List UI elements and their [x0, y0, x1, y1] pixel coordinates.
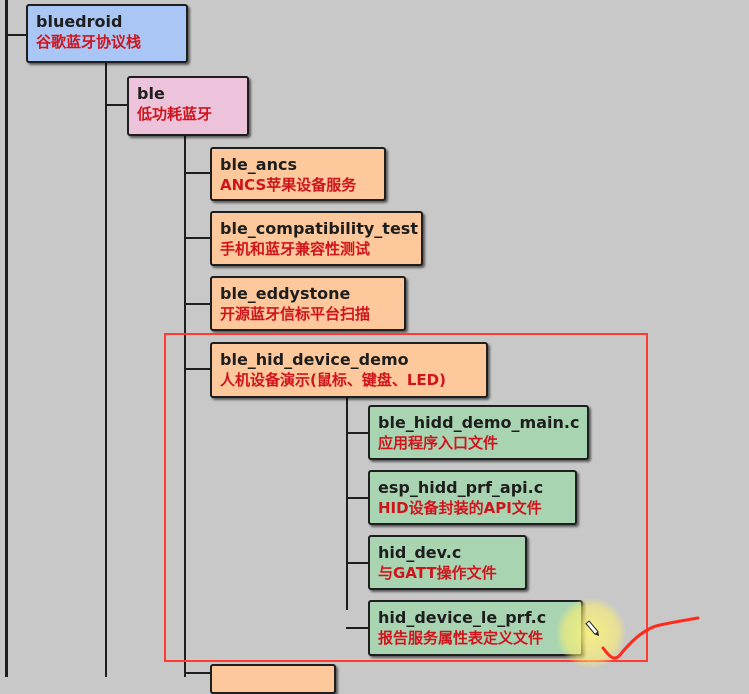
- node-ble-ancs[interactable]: ble_ancs ANCS苹果设备服务: [210, 147, 386, 201]
- node-description: 人机设备演示(鼠标、键盘、LED): [220, 371, 446, 389]
- node-title: ble_ancs: [220, 155, 297, 174]
- branch-line-file-4: [346, 627, 368, 629]
- node-description: 谷歌蓝牙协议栈: [36, 33, 142, 51]
- branch-line-file-1: [346, 432, 368, 434]
- node-description: 手机和蓝牙兼容性测试: [220, 240, 371, 258]
- branch-line-ble-hid: [184, 368, 210, 370]
- node-ble-eddystone[interactable]: ble_eddystone 开源蓝牙信标平台扫描: [210, 276, 406, 331]
- node-description: 开源蓝牙信标平台扫描: [220, 305, 371, 323]
- trunk-line-ble: [184, 136, 186, 677]
- node-title: ble_compatibility_test: [220, 219, 418, 238]
- node-description: 应用程序入口文件: [378, 434, 499, 452]
- branch-line-root: [5, 34, 26, 36]
- trunk-line-bluedroid: [105, 63, 107, 677]
- node-description: ANCS苹果设备服务: [220, 176, 357, 194]
- node-title: ble_hid_device_demo: [220, 350, 409, 369]
- node-title: esp_hidd_prf_api.c: [378, 478, 544, 497]
- branch-line-ble-compat: [184, 237, 210, 239]
- node-ble[interactable]: ble 低功耗蓝牙: [127, 76, 249, 136]
- node-title: hid_dev.c: [378, 543, 462, 562]
- cursor-highlight: [556, 598, 626, 668]
- annotation-overlay: [585, 616, 700, 660]
- node-ble-hidd-demo-main[interactable]: ble_hidd_demo_main.c 应用程序入口文件: [368, 405, 589, 460]
- node-title: bluedroid: [36, 12, 123, 31]
- node-title: hid_device_le_prf.c: [378, 608, 547, 627]
- node-title: ble_eddystone: [220, 284, 351, 303]
- node-title: ble: [137, 84, 165, 103]
- node-ble-hid-device-demo[interactable]: ble_hid_device_demo 人机设备演示(鼠标、键盘、LED): [210, 342, 488, 398]
- node-description: 低功耗蓝牙: [137, 105, 213, 123]
- branch-line-ble-eddystone: [184, 303, 210, 305]
- node-esp-hidd-prf-api[interactable]: esp_hidd_prf_api.c HID设备封装的API文件: [368, 470, 577, 525]
- pen-cursor-icon: [585, 620, 600, 637]
- node-ble-compatibility-test[interactable]: ble_compatibility_test 手机和蓝牙兼容性测试: [210, 211, 423, 266]
- branch-line-ble-ancs: [184, 172, 210, 174]
- node-title: ble_hidd_demo_main.c: [378, 413, 580, 432]
- branch-line-file-2: [346, 497, 368, 499]
- node-description: HID设备封装的API文件: [378, 499, 542, 517]
- trunk-line-hid: [346, 398, 348, 610]
- branch-line-ble: [105, 104, 127, 106]
- trunk-line: [5, 0, 8, 677]
- branch-line-next: [184, 672, 210, 674]
- branch-line-file-3: [346, 562, 368, 564]
- node-description: 与GATT操作文件: [378, 564, 497, 582]
- node-hid-device-le-prf[interactable]: hid_device_le_prf.c 报告服务属性表定义文件: [368, 600, 583, 656]
- annotation-scribble: [601, 616, 700, 660]
- node-description: 报告服务属性表定义文件: [378, 629, 544, 647]
- node-hid-dev[interactable]: hid_dev.c 与GATT操作文件: [368, 535, 527, 590]
- node-bluedroid[interactable]: bluedroid 谷歌蓝牙协议栈: [26, 4, 188, 63]
